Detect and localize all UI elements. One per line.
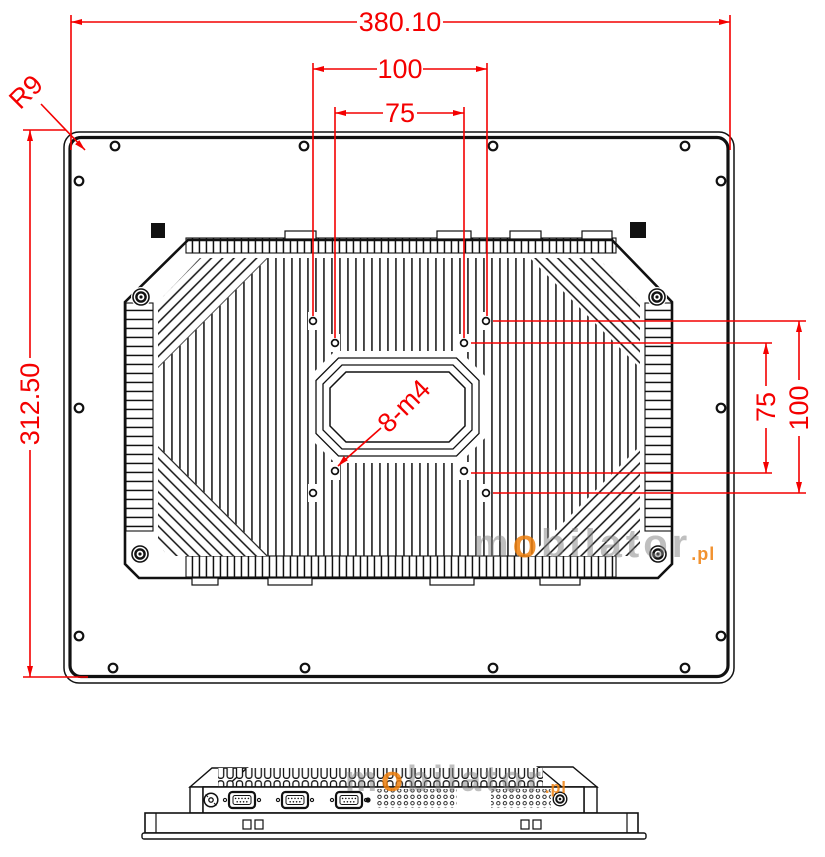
- panel-dot: [365, 797, 371, 803]
- case-outer-edge: [63, 131, 735, 684]
- bezel-lip: [141, 832, 647, 840]
- heatsink-right-fins: [644, 302, 673, 532]
- bezel-buttons: [242, 819, 542, 830]
- side-right-corner: [536, 766, 599, 788]
- vent-grid-left: [377, 789, 457, 808]
- dim-vesa-width-100: 100: [377, 54, 422, 84]
- side-screw: [552, 791, 568, 807]
- serial-port-3: [329, 790, 369, 810]
- vent-grid-right: [491, 789, 551, 808]
- serial-port-1: [222, 790, 262, 810]
- dim-vesa-height-75: 75: [751, 392, 781, 422]
- bottom-feet: [191, 577, 581, 586]
- heatsink-fin-field: [158, 258, 640, 556]
- heatsink-bottom-fins: [185, 555, 617, 578]
- side-fins: [218, 768, 543, 787]
- heatsink-left-fins: [125, 302, 154, 532]
- side-bottom-view: [141, 766, 647, 840]
- top-tab-left: [151, 223, 165, 238]
- dim-overall-width: 380.10: [359, 7, 442, 37]
- side-left-cap: [189, 786, 204, 814]
- serial-port-2: [275, 790, 315, 810]
- case-back-cover: [68, 135, 730, 679]
- round-connector: [203, 792, 219, 808]
- dim-vesa-height-100: 100: [784, 385, 814, 430]
- dim-corner-radius: R9: [3, 69, 49, 115]
- top-bumps: [284, 230, 613, 240]
- heatsink-top-fins: [185, 237, 617, 254]
- dim-vesa-width-75: 75: [385, 98, 415, 128]
- heatsink-corner-fans: [158, 258, 640, 556]
- side-right-cap: [583, 786, 598, 814]
- bezel-profile: [144, 812, 639, 834]
- dim-overall-height: 312.50: [15, 363, 45, 446]
- vesa-clearing: [329, 371, 466, 443]
- top-tab-right: [630, 222, 646, 238]
